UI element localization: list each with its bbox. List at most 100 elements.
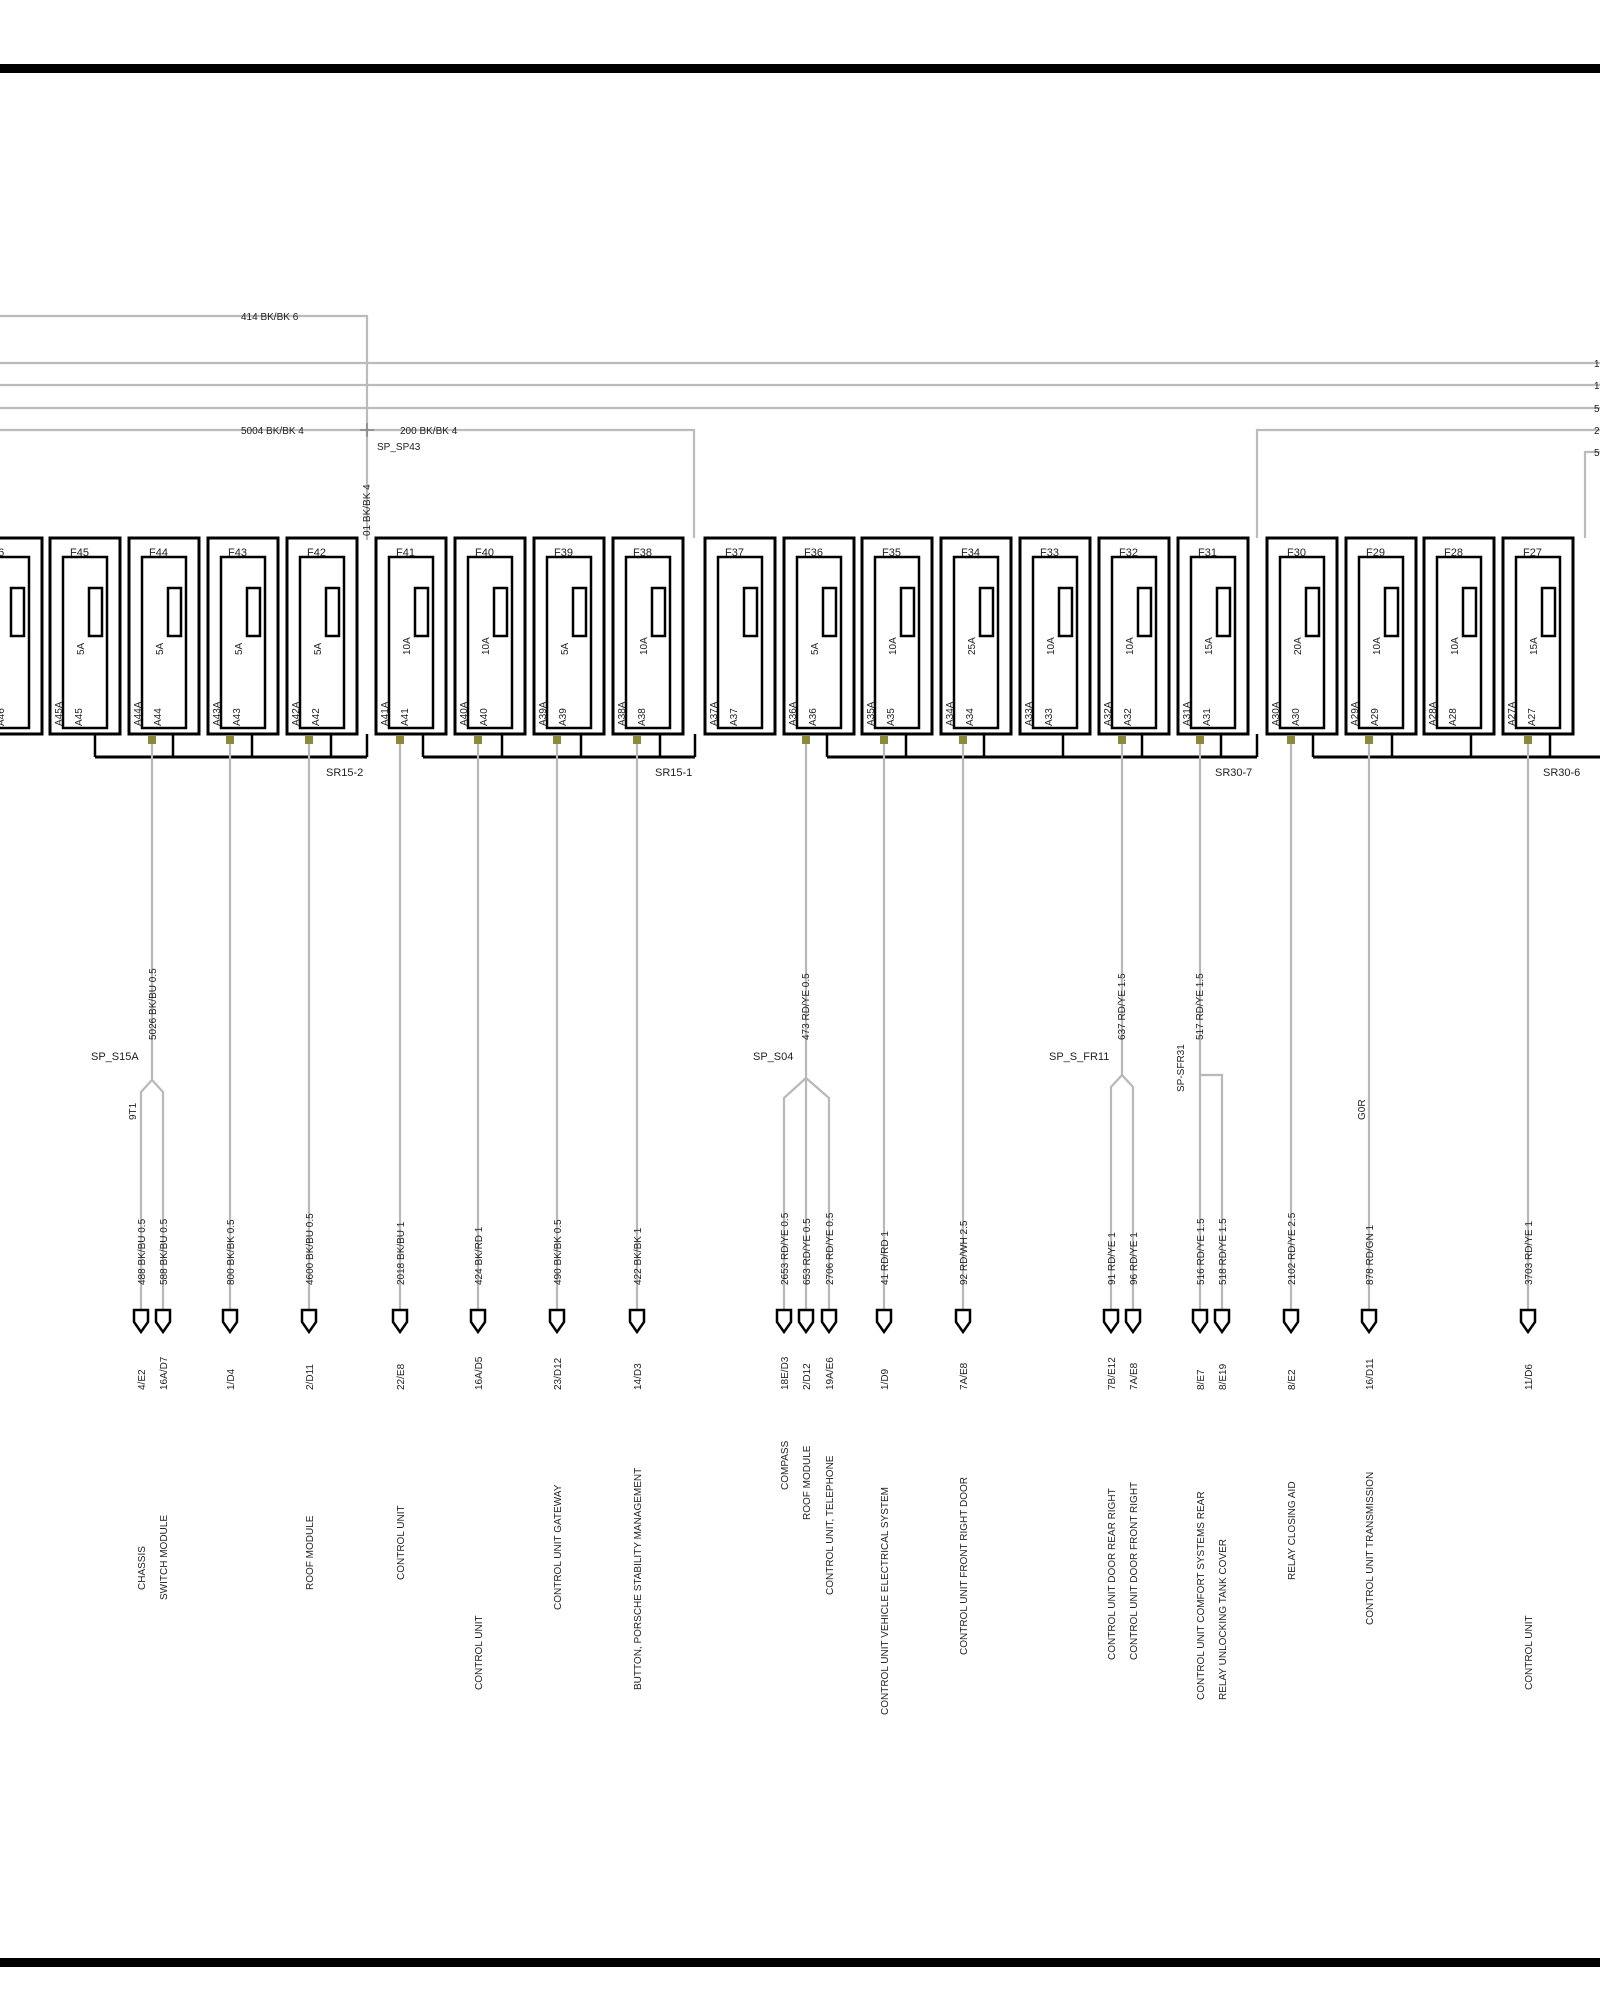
fuse-name: F41 — [396, 547, 415, 559]
fuse-amp-rating: 10A — [1372, 637, 1383, 655]
component-label: CONTROL UNIT DOOR REAR RIGHT — [1107, 1488, 1118, 1660]
fuse-inner-loop — [624, 555, 672, 730]
fuse-terminal-in: A35A — [866, 701, 877, 726]
fuse-inner-loop — [298, 555, 346, 730]
feed-wire-label: 5026 BK/BU 0.5 — [148, 968, 159, 1040]
terminal-dot — [959, 736, 967, 744]
fuse-outer-box — [1265, 536, 1339, 736]
connector-pin-icon — [1519, 1308, 1537, 1335]
branch-wire-label: 3703 RD/YE 1 — [1524, 1221, 1535, 1285]
branch-wire-label: 878 RD/GN 1 — [1365, 1225, 1376, 1285]
connector-pin-icon — [469, 1308, 487, 1335]
connector-pin-icon — [391, 1308, 409, 1335]
fuse-terminal-in: A27A — [1507, 701, 1518, 726]
fuse-element-icon — [1540, 586, 1557, 638]
branch-wire-label: 41 RD/RD 1 — [880, 1231, 891, 1285]
rail-label: SR30-6 — [1543, 767, 1580, 779]
splice-label: SP_S_FR11 — [1049, 1051, 1109, 1063]
edge-label: 5 — [1594, 448, 1600, 459]
rail-label: SR30-7 — [1215, 767, 1252, 779]
fuse-inner-loop — [1189, 555, 1237, 730]
fuse-terminal-out: A31 — [1202, 708, 1213, 726]
fuse-amp-rating: 10A — [639, 637, 650, 655]
component-label: CONTROL UNIT VEHICLE ELECTRICAL SYSTEM — [880, 1487, 891, 1715]
branch-wire — [1200, 1073, 1224, 1310]
fuse-name: F42 — [307, 547, 326, 559]
edge-label: 1 — [1594, 359, 1600, 370]
connector-pin-icon — [132, 1308, 150, 1335]
fuse-name: F45 — [70, 547, 89, 559]
fuse-name: F32 — [1119, 547, 1138, 559]
splice-label: SP_S15A — [91, 1051, 139, 1063]
connector-pin-icon — [775, 1308, 793, 1335]
fuse-name: F44 — [149, 547, 168, 559]
branch-wire-label: 422 BK/BK 1 — [633, 1227, 644, 1285]
fuse-amp-rating: 25A — [967, 637, 978, 655]
wire-f31-feed[interactable] — [1255, 428, 1600, 538]
splice-label: SP_S04 — [753, 1051, 793, 1063]
pin-label: 11/D6 — [1524, 1364, 1535, 1390]
fuse-outer-box — [285, 536, 359, 736]
pin-label: 1/D4 — [226, 1368, 237, 1390]
component-label: CONTROL UNIT COMFORT SYSTEMS REAR — [1196, 1491, 1207, 1700]
fuse-outer-box — [782, 536, 856, 736]
wire-200[interactable] — [367, 428, 696, 538]
connector-pin-icon — [221, 1308, 239, 1335]
terminal-dot — [633, 736, 641, 744]
component-label: BUTTON, PORSCHE STABILITY MANAGEMENT — [633, 1468, 644, 1690]
splice-label-sp43: SP_SP43 — [377, 442, 421, 453]
branch-wire-label: 2102 RD/YE 2.5 — [1287, 1212, 1298, 1285]
connector-pin-icon — [548, 1308, 566, 1335]
component-label: CONTROL UNIT DOOR FRONT RIGHT — [1129, 1482, 1140, 1660]
fuse-terminal-in: A39A — [538, 701, 549, 726]
fuse-element-icon — [1304, 586, 1321, 638]
fuse-terminal-in: A36A — [788, 701, 799, 726]
terminal-dot — [226, 736, 234, 744]
fuse-terminal-out: A27 — [1527, 708, 1538, 726]
fuse-element-icon — [166, 586, 183, 638]
fuse-name: F37 — [725, 547, 744, 559]
pin-label: 8/E19 — [1218, 1363, 1229, 1390]
fuse-amp-rating: 5A — [560, 642, 571, 655]
edge-label: 1 — [1594, 381, 1600, 392]
fuse-outer-box — [532, 536, 606, 736]
fuse-block-row: 46A46AA46F455AA45AA45F445AA44AA44F435AA4… — [0, 536, 1575, 736]
right-edge-labels: 1 1 5 2 5 — [1594, 359, 1600, 459]
fuse-46[interactable]: 46A46AA46 — [0, 536, 44, 736]
wire-f27-feed[interactable] — [1583, 450, 1600, 538]
fuse-element-icon — [571, 586, 588, 638]
connector-pin-icon — [300, 1308, 318, 1335]
fuse-terminal-out: A37 — [729, 708, 740, 726]
branch-wire-label: 91 RD/YE 1 — [1107, 1232, 1118, 1285]
fuse-terminal-in: A29A — [1350, 701, 1361, 726]
fuse-amp-rating: 10A — [1125, 637, 1136, 655]
fuse-amp-rating: 10A — [888, 637, 899, 655]
wire-label-200: 200 BK/BK 4 — [400, 426, 458, 437]
pin-label: 18E/D3 — [780, 1356, 791, 1390]
fuse-element-icon — [1383, 586, 1400, 638]
component-label: ROOF MODULE — [305, 1515, 316, 1590]
branch-wire-label: 516 RD/YE 1.5 — [1196, 1218, 1207, 1285]
fuse-terminal-out: A36 — [808, 708, 819, 726]
fuse-terminal-in: A30A — [1271, 701, 1282, 726]
wire-414[interactable] — [0, 314, 369, 540]
